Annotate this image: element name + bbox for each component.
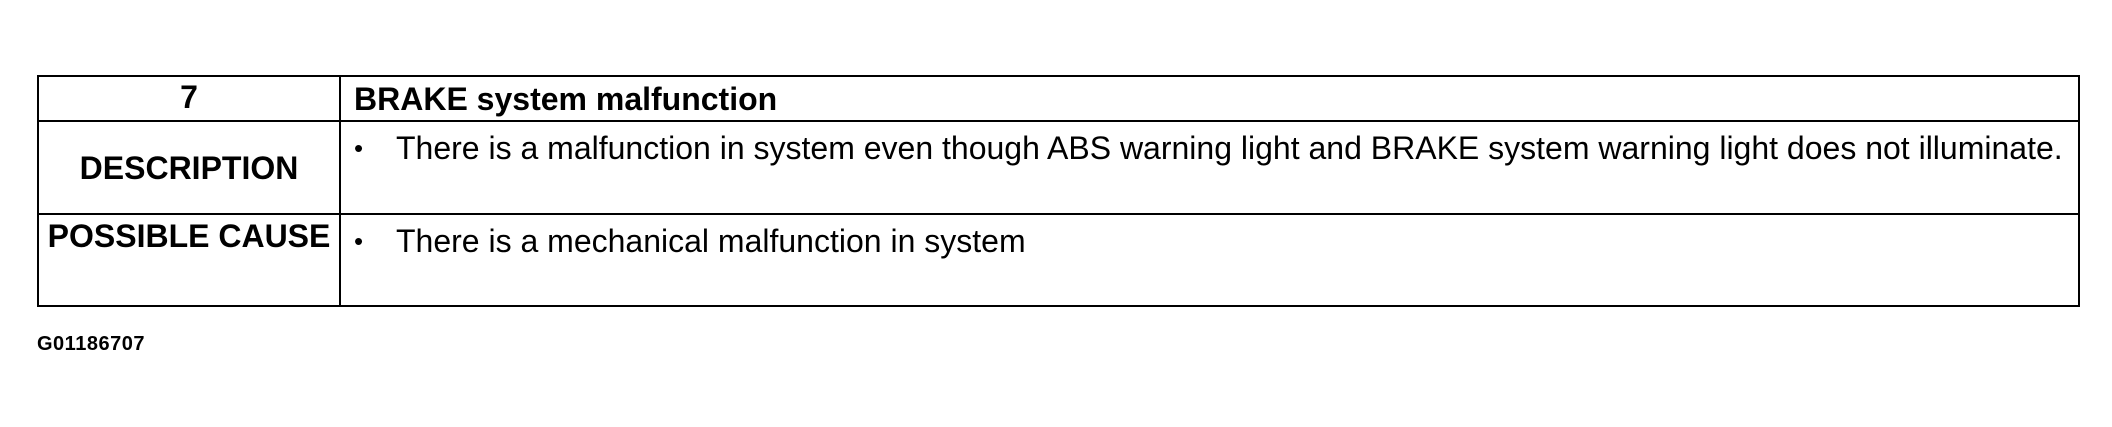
step-title: BRAKE system malfunction [339,75,2080,122]
bullet-icon: • [354,226,364,256]
figure-id: G01186707 [37,333,145,355]
description-text: There is a malfunction in system even th… [396,130,2063,166]
possible-cause-cell: • There is a mechanical malfunction in s… [339,213,2080,307]
description-row: DESCRIPTION • There is a malfunction in … [37,120,2080,215]
possible-cause-label: POSSIBLE CAUSE [37,213,341,307]
description-item: • There is a malfunction in system even … [354,128,2072,168]
code-row: 7 BRAKE system malfunction [37,75,2080,122]
bullet-icon: • [354,133,364,163]
description-cell: • There is a malfunction in system even … [339,120,2080,215]
possible-cause-text: There is a mechanical malfunction in sys… [396,223,1026,259]
diagnosis-table: 7 BRAKE system malfunction DESCRIPTION •… [37,75,2080,307]
step-code: 7 [37,75,341,122]
description-label: DESCRIPTION [37,120,341,215]
possible-cause-row: POSSIBLE CAUSE • There is a mechanical m… [37,213,2080,307]
possible-cause-item: • There is a mechanical malfunction in s… [354,221,2072,261]
